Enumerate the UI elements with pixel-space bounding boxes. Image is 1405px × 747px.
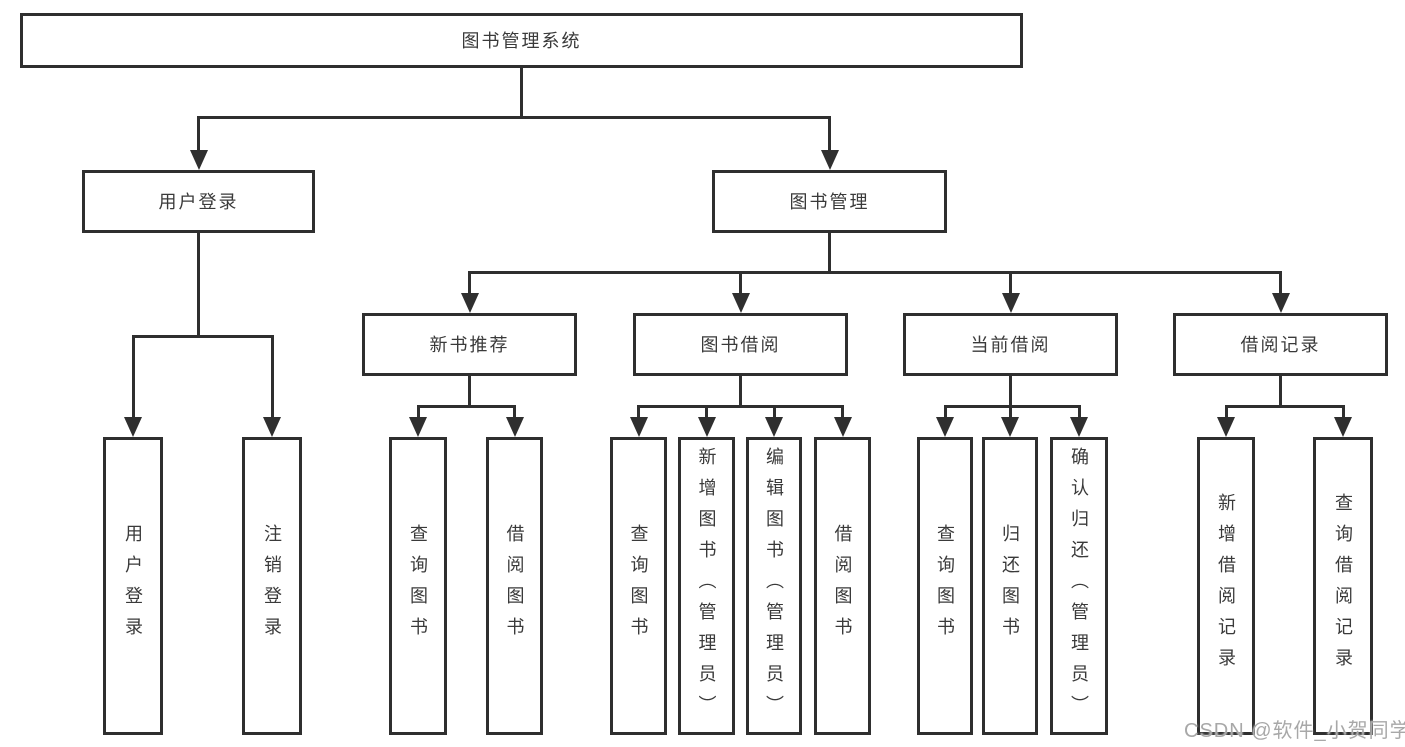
connector-line [637, 404, 844, 408]
connector-arrowhead [697, 417, 716, 437]
connector-arrowhead [460, 293, 479, 313]
node-add-books-admin: 新增图书（管理员） [678, 437, 735, 735]
connector-line [705, 406, 708, 421]
node-borrow-records: 借阅记录 [1173, 313, 1388, 376]
node-query-books-current: 查询图书 [917, 437, 973, 735]
connector-line [1009, 272, 1012, 297]
connector-arrowhead [1271, 293, 1290, 313]
node-label: 图书管理 [789, 191, 870, 212]
connector-line [131, 336, 135, 421]
connector-line [270, 336, 274, 421]
connector-line [513, 406, 516, 421]
connector-line [197, 233, 200, 336]
connector-arrowhead [1334, 417, 1352, 437]
node-edit-books-admin: 编辑图书（管理员） [746, 437, 802, 735]
connector-line [1341, 406, 1345, 421]
node-label: 新书推荐 [429, 334, 510, 355]
connector-arrowhead [765, 417, 783, 437]
connector-arrowhead [1001, 293, 1020, 313]
node-query-borrow-record: 查询借阅记录 [1313, 437, 1373, 735]
node-label: 当前借阅 [970, 334, 1051, 355]
node-label: 查询图书 [628, 524, 649, 648]
csdn-watermark: CSDN @软件_小贺同学 [1184, 720, 1405, 742]
connector-line [1279, 376, 1282, 406]
connector-arrowhead [629, 417, 648, 437]
connector-arrowhead [1217, 417, 1235, 437]
connector-line [131, 334, 274, 338]
node-label: 新增图书（管理员） [696, 446, 717, 726]
node-label: 查询借阅记录 [1333, 493, 1353, 679]
node-label: 查询图书 [408, 524, 428, 648]
node-label: 用户登录 [123, 524, 143, 648]
connector-arrowhead [833, 417, 852, 437]
connector-line [828, 233, 831, 272]
connector-line [1279, 272, 1282, 297]
connector-line [416, 406, 420, 421]
connector-arrowhead [124, 417, 142, 437]
connector-line [468, 272, 471, 297]
node-return-books: 归还图书 [982, 437, 1038, 735]
connector-arrowhead [189, 150, 208, 170]
connector-line [197, 115, 831, 119]
connector-arrowhead [820, 150, 839, 170]
node-user-login: 用户登录 [82, 170, 315, 233]
node-borrow-books-leaf: 借阅图书 [814, 437, 871, 735]
connector-arrowhead [936, 417, 954, 437]
node-new-book-recommend: 新书推荐 [362, 313, 577, 376]
node-label: 图书管理系统 [461, 30, 582, 51]
node-query-books-recommend: 查询图书 [389, 437, 447, 735]
node-add-borrow-record: 新增借阅记录 [1197, 437, 1255, 735]
connector-line [828, 117, 831, 154]
connector-line [943, 404, 1081, 408]
connector-line [1009, 376, 1012, 406]
connector-arrowhead [731, 293, 750, 313]
node-label: 新增借阅记录 [1216, 493, 1236, 679]
node-query-books-borrow: 查询图书 [610, 437, 667, 735]
connector-line [1224, 404, 1345, 408]
node-label: 借阅图书 [504, 524, 525, 648]
connector-line [772, 406, 776, 421]
connector-arrowhead [409, 417, 427, 437]
connector-arrowhead [1070, 417, 1088, 437]
connector-arrowhead [1001, 417, 1019, 437]
connector-line [1224, 406, 1228, 421]
connector-line [1008, 406, 1012, 421]
connector-arrowhead [505, 417, 524, 437]
node-user-login-leaf: 用户登录 [103, 437, 163, 735]
node-current-borrow: 当前借阅 [903, 313, 1118, 376]
connector-line [943, 406, 947, 421]
node-label: 注销登录 [262, 524, 282, 648]
node-book-borrow: 图书借阅 [633, 313, 848, 376]
node-label: 归还图书 [1000, 524, 1020, 648]
node-label: 借阅记录 [1240, 334, 1321, 355]
node-label: 图书借阅 [700, 334, 781, 355]
connector-line [739, 376, 742, 406]
connector-line [841, 406, 844, 421]
connector-line [1077, 406, 1081, 421]
connector-arrowhead [263, 417, 281, 437]
node-label: 用户登录 [158, 191, 239, 212]
connector-line [416, 404, 516, 408]
node-confirm-return-admin: 确认归还（管理员） [1050, 437, 1108, 735]
node-logout-leaf: 注销登录 [242, 437, 302, 735]
connector-line [197, 117, 200, 154]
node-label: 确认归还（管理员） [1069, 446, 1089, 726]
node-label: 借阅图书 [832, 524, 853, 648]
node-label: 查询图书 [935, 524, 955, 648]
connector-line [637, 406, 640, 421]
node-book-management: 图书管理 [712, 170, 947, 233]
node-borrow-books-recommend: 借阅图书 [486, 437, 543, 735]
connector-line [739, 272, 742, 297]
connector-line [520, 68, 523, 117]
connector-line [468, 376, 471, 406]
node-label: 编辑图书（管理员） [764, 446, 784, 726]
connector-line [468, 270, 1282, 274]
node-system-root: 图书管理系统 [20, 13, 1023, 68]
